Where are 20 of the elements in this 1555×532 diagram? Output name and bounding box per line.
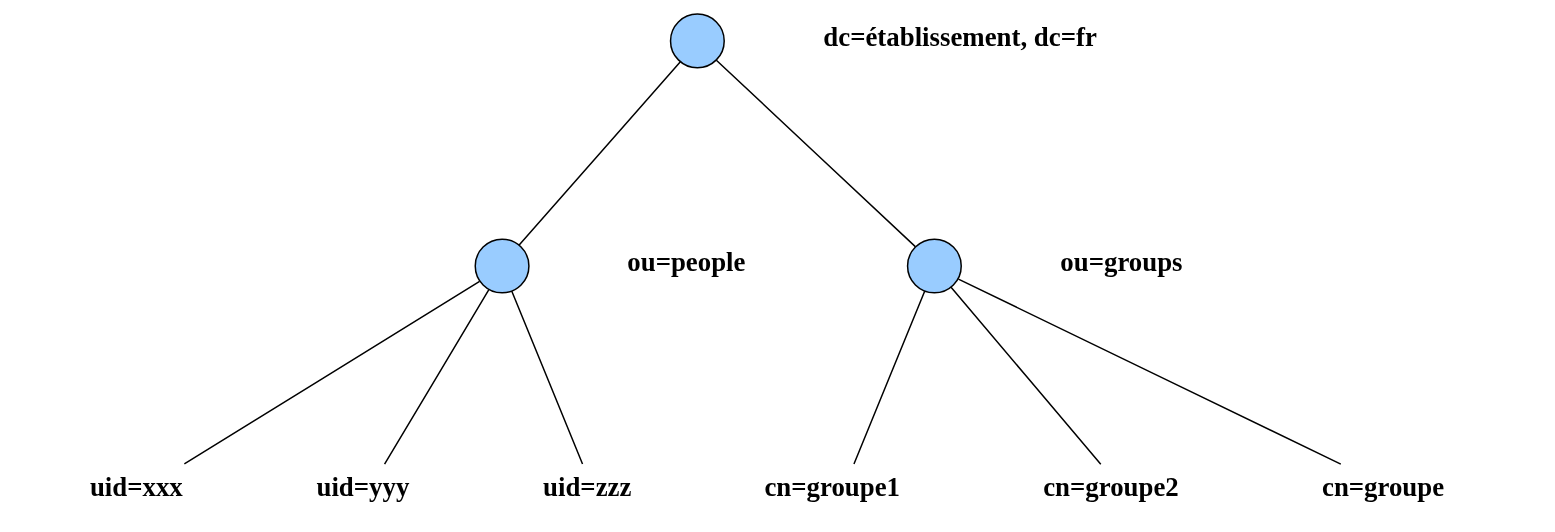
node-label: ou=groups xyxy=(1060,247,1183,278)
node-circle xyxy=(669,13,725,69)
node-text: cn=groupe xyxy=(1322,472,1445,503)
connector xyxy=(383,288,490,465)
node-label: dc=établissement, dc=fr xyxy=(823,21,1097,52)
connector xyxy=(957,278,1342,465)
node-text: uid=yyy xyxy=(316,472,410,503)
node-text: cn=groupe2 xyxy=(1043,472,1179,503)
connector xyxy=(853,290,926,465)
connector xyxy=(511,290,584,465)
node-label: ou=people xyxy=(627,247,746,278)
node-text: cn=groupe1 xyxy=(764,472,900,503)
connector xyxy=(183,280,481,465)
node-text: uid=xxx xyxy=(89,472,183,503)
node-circle xyxy=(906,238,962,294)
connector xyxy=(715,59,917,248)
connector xyxy=(950,286,1102,465)
node-text: uid=zzz xyxy=(543,472,632,503)
connector xyxy=(518,60,682,246)
node-circle xyxy=(474,238,530,294)
